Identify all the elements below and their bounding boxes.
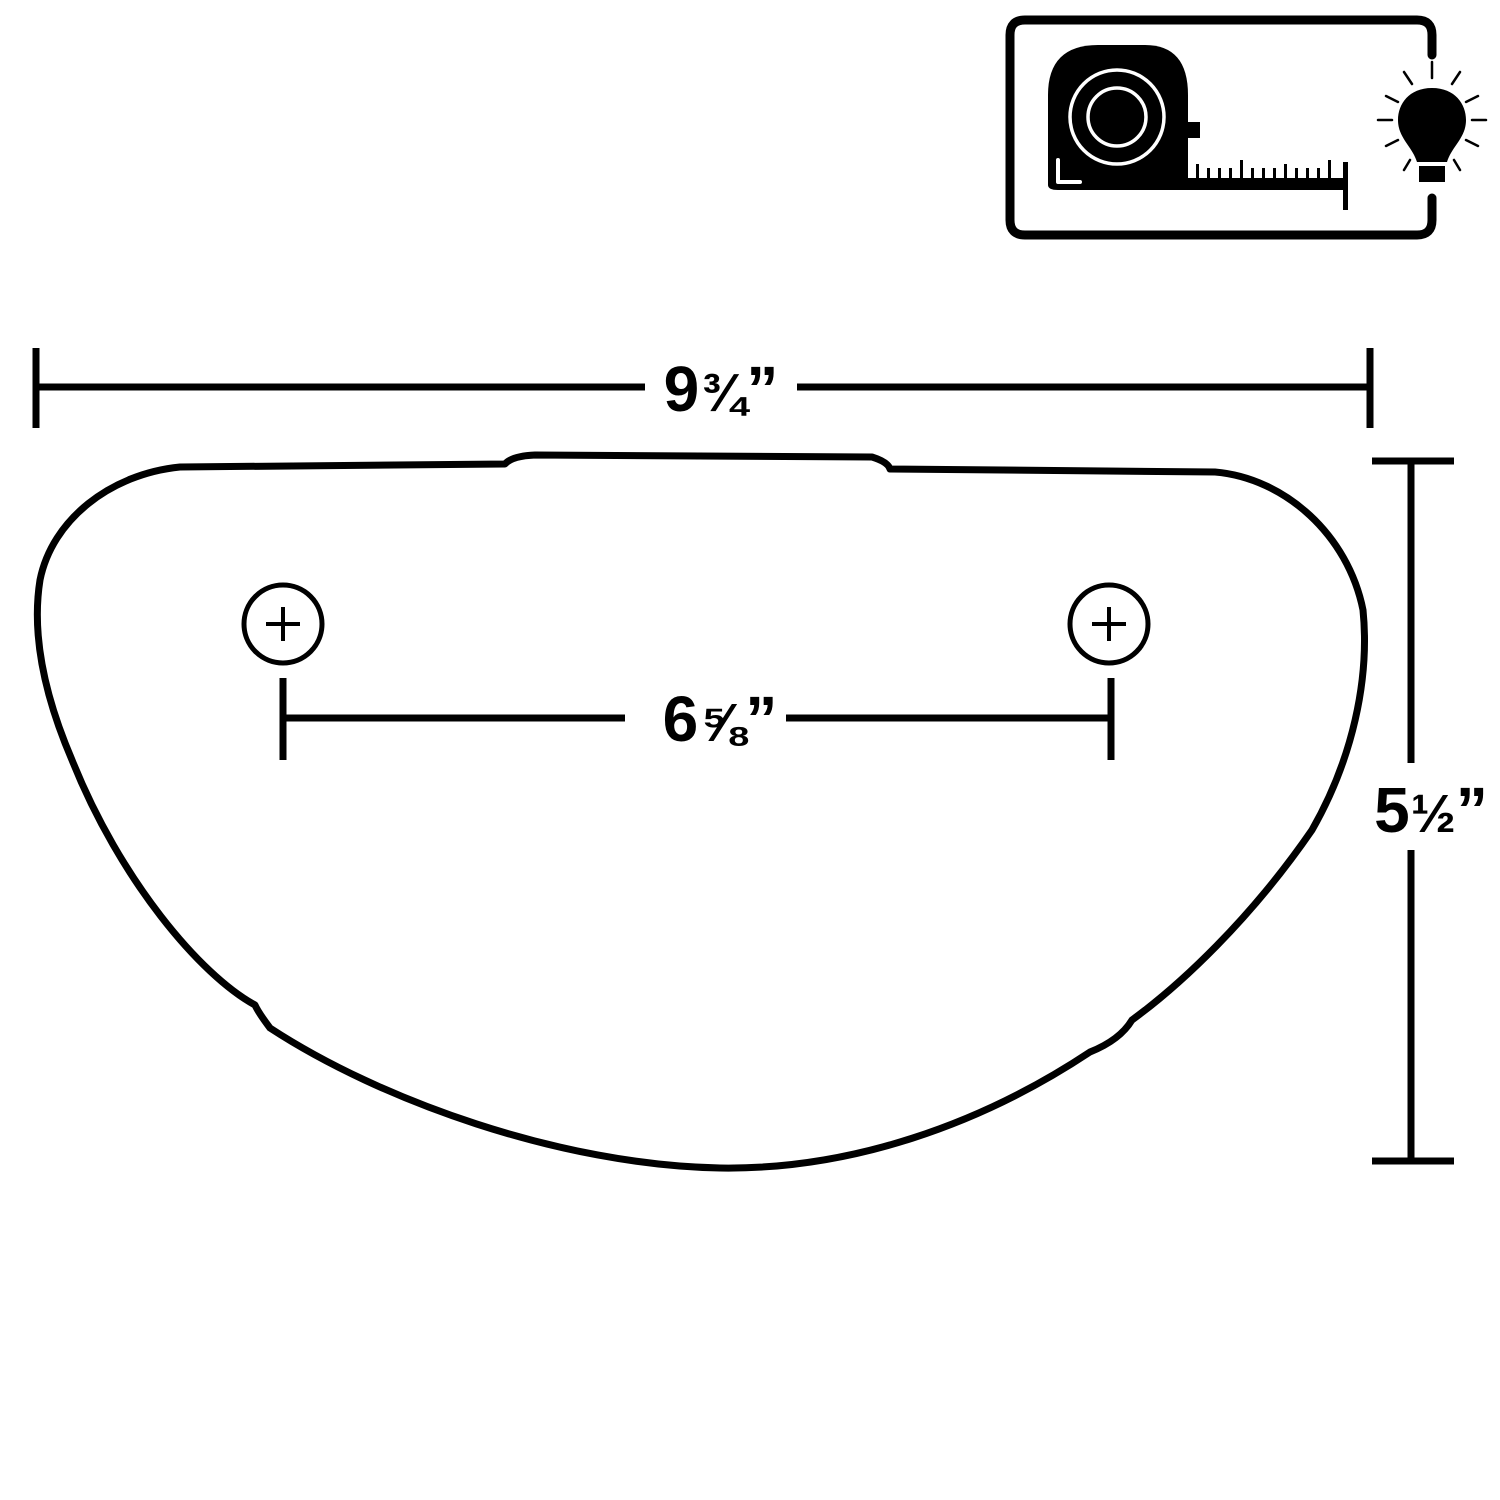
mounting-hole-right bbox=[1067, 582, 1151, 666]
width-whole: 9 bbox=[664, 353, 700, 425]
height-whole: 5 bbox=[1374, 774, 1410, 846]
height-label: 5½” bbox=[1374, 774, 1488, 846]
height-fraction: ½ bbox=[1411, 784, 1456, 844]
mounting-hole-left bbox=[241, 582, 325, 666]
part-outline bbox=[33, 451, 1368, 1172]
width-dimension: 9¾” bbox=[32, 348, 1374, 428]
measure-badge bbox=[1005, 15, 1488, 240]
hole-spacing-whole: 6 bbox=[663, 683, 699, 755]
light-bulb-icon bbox=[1376, 60, 1488, 182]
width-fraction: ¾ bbox=[701, 363, 750, 423]
height-dimension: 5½” bbox=[1372, 457, 1488, 1165]
badge-frame bbox=[1005, 15, 1437, 240]
width-label: 9¾” bbox=[664, 353, 779, 425]
tape-measure-icon bbox=[1048, 45, 1348, 210]
hole-spacing-label: 6⅝” bbox=[663, 683, 778, 755]
width-unit: ” bbox=[746, 353, 778, 425]
hole-spacing-fraction: ⅝ bbox=[700, 693, 748, 753]
hole-spacing-dimension: 6⅝” bbox=[279, 678, 1115, 760]
hole-spacing-unit: ” bbox=[745, 683, 777, 755]
height-unit: ” bbox=[1456, 774, 1488, 846]
